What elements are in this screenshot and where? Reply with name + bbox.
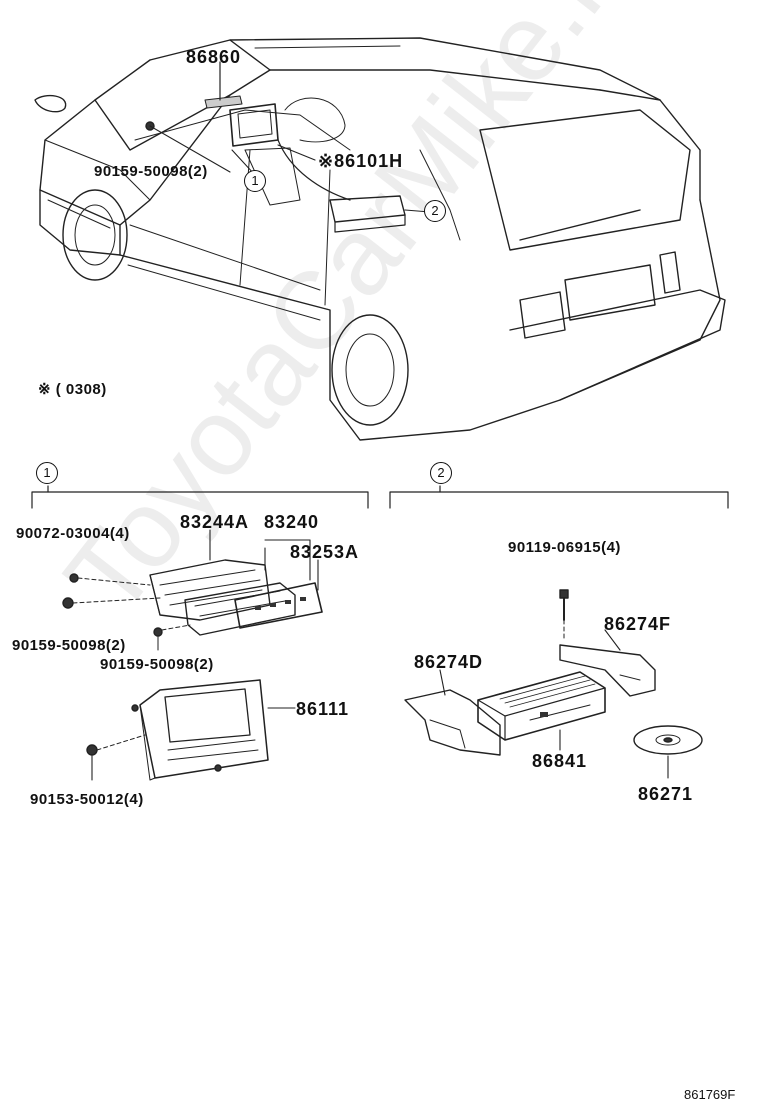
- part-label-86274f: 86274F: [604, 614, 672, 634]
- callout-2-section: 2: [430, 462, 452, 484]
- part-label-86271: 86271: [638, 784, 694, 804]
- part-label-90119: 90119-06915(4): [508, 539, 621, 556]
- diagram-code: 861769F: [684, 1087, 736, 1102]
- climate-control-panel-parts: [62, 529, 323, 781]
- part-label-90153: 90153-50012(4): [30, 791, 144, 808]
- callout-1-vehicle: 1: [244, 170, 266, 192]
- part-label-90159-top: 90159-50098(2): [94, 163, 208, 180]
- part-label-83253a: 83253A: [290, 542, 360, 562]
- part-label-83244a: 83244A: [180, 512, 250, 532]
- part-label-86111: 86111: [296, 699, 350, 719]
- section-brackets: [31, 485, 729, 509]
- part-label-86841: 86841: [532, 751, 588, 771]
- part-label-90159-mid-b: 90159-50098(2): [100, 656, 214, 673]
- part-label-86101h: ※86101H: [318, 151, 404, 171]
- footnote-label: ※ ( 0308): [38, 381, 107, 398]
- vehicle-illustration: [34, 37, 726, 441]
- part-label-86274d: 86274D: [414, 652, 484, 672]
- callout-2-vehicle: 2: [424, 200, 446, 222]
- part-label-90072: 90072-03004(4): [16, 525, 130, 542]
- callout-1-section: 1: [36, 462, 58, 484]
- part-label-90159-mid-a: 90159-50098(2): [12, 637, 126, 654]
- part-label-83240: 83240: [264, 512, 320, 532]
- navigation-ecu-parts: [404, 589, 703, 779]
- part-label-86860: 86860: [186, 47, 242, 67]
